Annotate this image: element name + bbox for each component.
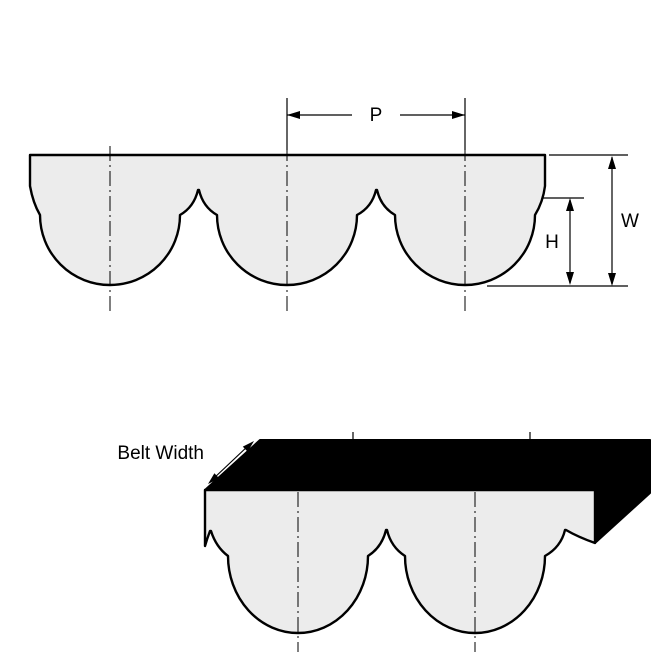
arrowhead-left-icon bbox=[287, 111, 300, 119]
belt-width-label: Belt Width bbox=[117, 443, 204, 464]
pitch-dimension: P bbox=[286, 98, 466, 150]
belt-width-dimension: Belt Width bbox=[117, 441, 254, 484]
arrowhead-up-icon bbox=[566, 198, 574, 211]
arrowhead-down-icon bbox=[608, 273, 616, 286]
pitch-dimension-label: P bbox=[370, 105, 383, 126]
arrowhead-upright-icon bbox=[242, 441, 254, 452]
height-dimension-label: H bbox=[545, 232, 559, 253]
width-dimension-label: W bbox=[621, 211, 639, 232]
arrowhead-downleft-icon bbox=[208, 473, 220, 484]
belt-3d-view: Belt Width bbox=[117, 432, 651, 652]
arrowhead-right-icon bbox=[452, 111, 465, 119]
arrowhead-down-icon bbox=[566, 272, 574, 285]
arrowhead-up-icon bbox=[608, 156, 616, 169]
belt-cross-section-view: P W H bbox=[28, 98, 639, 312]
belt-profile-shape bbox=[28, 153, 547, 287]
width-dimension: W bbox=[487, 154, 639, 287]
belt-top-face bbox=[204, 439, 651, 491]
belt-front-profile-shape bbox=[203, 488, 597, 635]
belt-width-dimension-line bbox=[212, 444, 250, 480]
height-dimension: H bbox=[543, 197, 584, 285]
